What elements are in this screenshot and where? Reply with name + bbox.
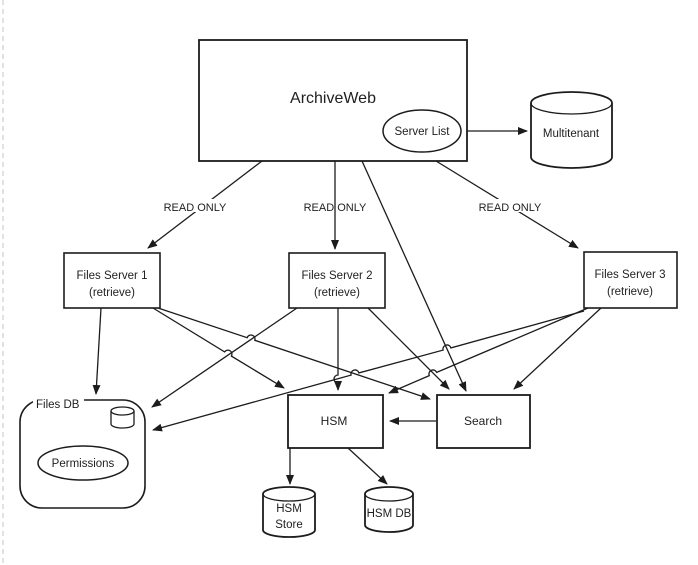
node-multitenant[interactable]: Multitenant <box>530 91 613 169</box>
edge-label-mask-3 <box>468 199 552 212</box>
search-label: Search <box>464 414 502 428</box>
edge-label-read-only-2: READ ONLY <box>304 202 367 214</box>
edge-labels: READ ONLY READ ONLY READ ONLY <box>153 199 552 214</box>
multitenant-label: Multitenant <box>543 128 600 140</box>
files-db-label: Files DB <box>36 399 80 411</box>
connector-files-server-1-search[interactable] <box>157 307 431 400</box>
hsm-store-label: HSM <box>276 503 302 515</box>
edge-label-read-only-3: READ ONLY <box>479 202 542 214</box>
files-server-1-label: Files Server 1 <box>77 270 148 282</box>
files-server-3-sublabel: (retrieve) <box>607 286 653 298</box>
server-list-label: Server List <box>395 126 451 138</box>
db-cylinder-icon <box>110 406 135 429</box>
connector-files-server-1-files-db[interactable] <box>92 307 102 395</box>
node-hsm-store[interactable]: HSM Store <box>262 486 316 538</box>
node-files-db[interactable]: Files DB Permissions <box>19 397 146 509</box>
edge-label-read-only-1: READ ONLY <box>164 202 227 214</box>
node-files-server-3[interactable]: Files Server 3 (retrieve) <box>583 251 678 309</box>
archiveweb-label: ArchiveWeb <box>290 90 376 107</box>
node-files-server-1[interactable]: Files Server 1 (retrieve) <box>63 252 161 309</box>
connector-files-server-3-search[interactable] <box>513 307 602 390</box>
node-permissions[interactable]: Permissions <box>37 445 129 481</box>
hsm-db-label: HSM DB <box>367 508 412 520</box>
node-hsm-db[interactable]: HSM DB <box>364 486 414 533</box>
files-db-label-mask <box>33 397 84 409</box>
hsm-label: HSM <box>321 414 348 428</box>
permissions-label: Permissions <box>52 458 115 470</box>
connector-files-server-2-hsm[interactable] <box>333 308 342 391</box>
connector-files-server-2-search[interactable] <box>367 307 450 390</box>
node-hsm[interactable]: HSM <box>287 394 384 449</box>
files-server-3-label: Files Server 3 <box>595 269 666 281</box>
files-server-2-label: Files Server 2 <box>302 270 373 282</box>
files-server-1-sublabel: (retrieve) <box>89 287 135 299</box>
connector-files-server-3-hsm[interactable] <box>388 307 589 394</box>
files-server-2-sublabel: (retrieve) <box>314 287 360 299</box>
connectors <box>92 127 602 485</box>
node-search[interactable]: Search <box>436 394 531 449</box>
connector-hsm-hsm-db[interactable] <box>347 447 388 485</box>
node-files-server-2[interactable]: Files Server 2 (retrieve) <box>288 252 386 309</box>
connector-files-server-2-files-db[interactable] <box>151 307 298 408</box>
edge-label-mask-1 <box>153 199 237 212</box>
node-server-list[interactable]: Server List <box>382 109 462 153</box>
connector-files-server-1-hsm[interactable] <box>152 307 285 389</box>
connector-archiveweb-search[interactable] <box>361 160 467 392</box>
connector-files-server-3-files-db[interactable] <box>152 310 585 432</box>
hsm-store-sublabel: Store <box>275 519 303 531</box>
